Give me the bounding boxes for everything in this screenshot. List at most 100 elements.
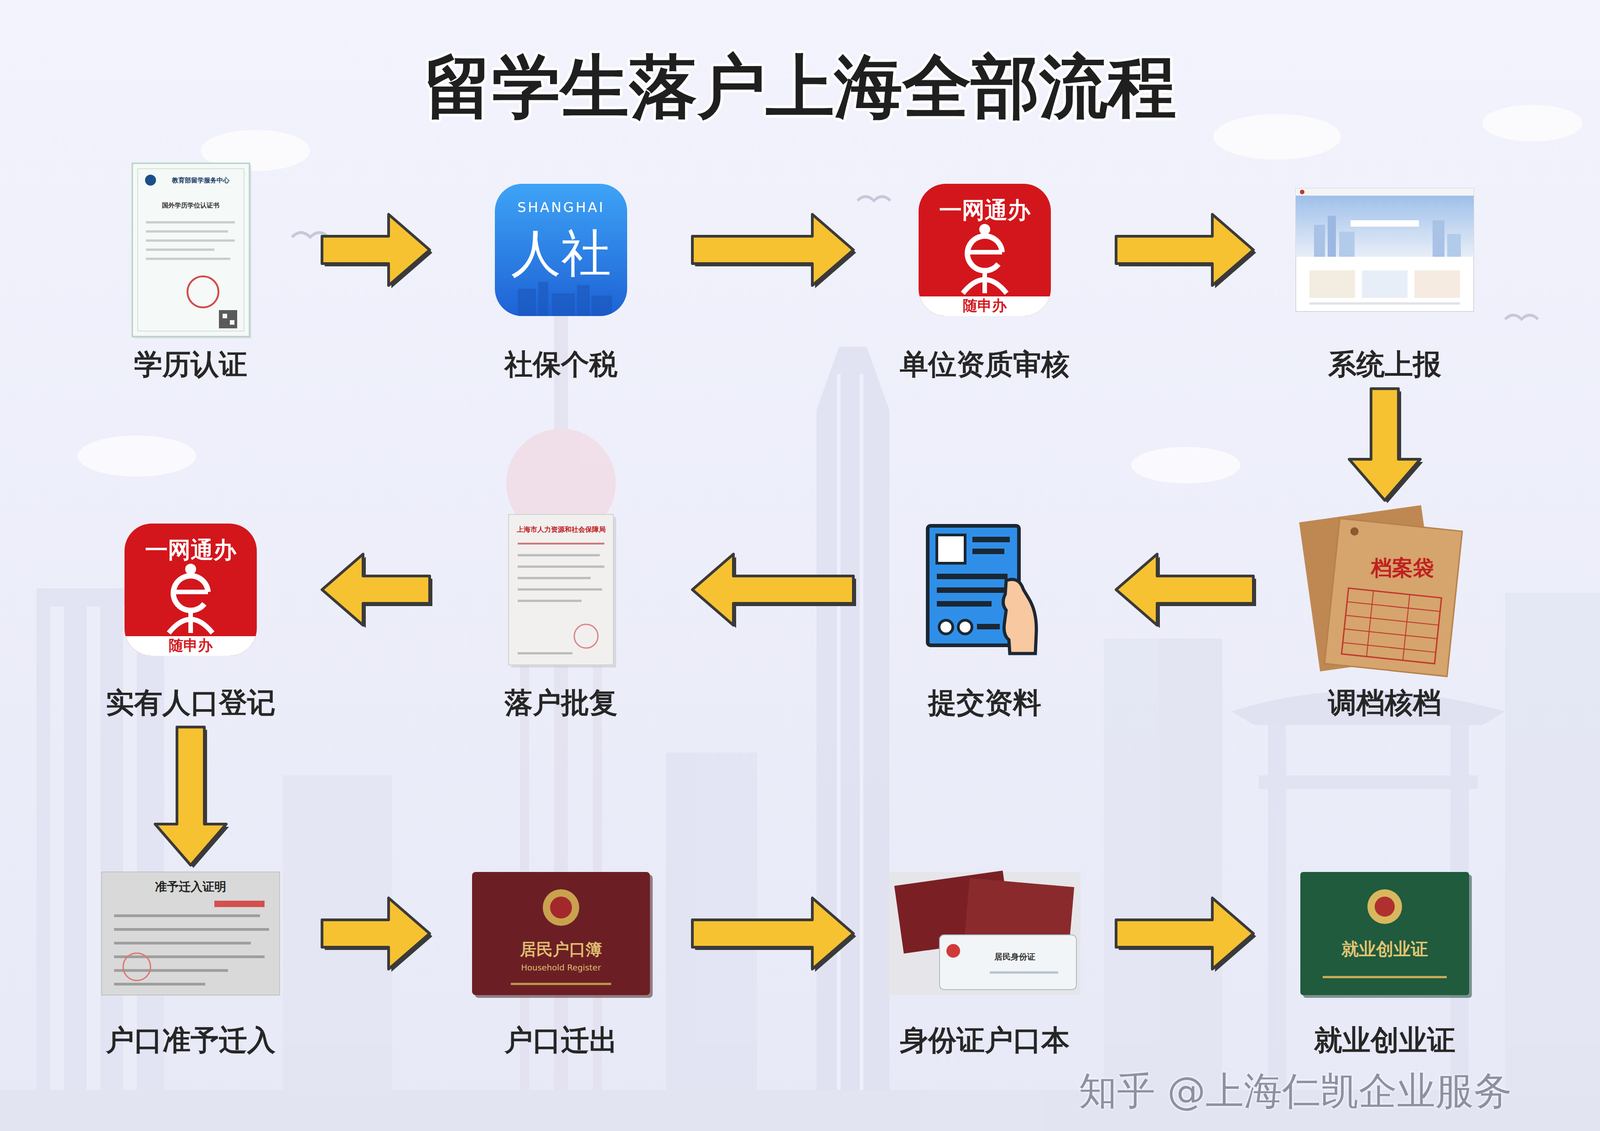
decor-shape [1213,114,1341,160]
flow-arrow-group [155,727,229,868]
decor-shape [1344,628,1438,639]
flow-arrow-group [1116,214,1257,289]
flow-arrow [1349,388,1421,501]
decor-shape [517,288,536,317]
decor-shape [123,953,151,981]
hr-app-icon [494,183,628,317]
decor-shape [1432,220,1445,257]
step-label: 系统上报 [1328,348,1442,381]
service-app-icon [918,183,1051,317]
step-label: 调档核档 [1328,686,1442,719]
decor-shape [1414,270,1460,298]
decor-shape [1350,526,1360,536]
step-node: 调档核档 [1257,503,1513,724]
step-label: 实有人口登记 [105,686,276,719]
app-name: 一网通办 [145,537,237,564]
decor-shape [936,535,966,564]
flow-arrow-group [692,214,857,289]
certificate-picture [132,163,252,339]
decor-shape [1324,518,1463,677]
decor-shape [145,257,231,260]
flow-arrow [692,898,854,970]
decor-shape [114,982,206,986]
decor-shape [1314,224,1325,257]
skyline [0,245,1600,1131]
step-label: 学历认证 [134,348,248,381]
decor-shape [145,221,235,224]
decor-shape [510,982,612,986]
card-title: 居民身份证 [994,952,1036,962]
decor-shape [114,955,265,959]
decor-shape [114,928,270,931]
step-node: 户口准予迁入 [62,868,319,1061]
decor-shape [132,163,250,337]
certificate-issuer: 教育部留学服务中心 [171,176,230,184]
booklet-title: 居民户口簿 [519,940,603,959]
step-label: 社保个税 [504,348,618,381]
decor-shape [1482,104,1583,142]
step-node: 就业创业证 [1257,868,1513,1061]
decor-shape [1505,315,1538,320]
decor-shape [114,914,260,918]
decor-shape [946,944,961,958]
decor-shape [1374,896,1395,917]
flow-arrow [1116,214,1254,286]
flow-arrow [692,554,854,626]
decor-shape [1346,601,1440,612]
decor-shape [936,587,1008,593]
flow-arrow [322,214,430,286]
step-label: 单位资质审核 [899,348,1070,381]
decor-shape [472,872,650,996]
decor-shape [972,548,1005,555]
decor-shape [517,588,603,591]
permit-title: 准予迁入证明 [155,880,227,894]
decor-shape [1300,872,1470,996]
decor-shape [591,295,613,317]
step-node: 落户批复 [433,503,689,724]
decor-shape [114,941,251,945]
flow-arrow [155,727,227,866]
step-label: 户口迁出 [504,1023,618,1057]
id-card-photo [888,870,1081,996]
decor-shape [550,896,572,919]
flow-arrow-group [692,554,857,629]
decor-shape [989,971,1059,974]
decor-shape [1366,590,1374,657]
step-label: 户口准予迁入 [105,1023,276,1057]
decor-shape [1339,231,1355,257]
decor-shape [517,281,613,317]
step-label: 落户批复 [504,686,618,719]
archive-envelope [1298,505,1463,677]
decor-shape [214,900,265,908]
decor-shape [836,374,841,1131]
flow-arrow-group [1116,554,1257,629]
flow-arrow-group [1349,388,1424,504]
decor-shape [114,969,229,972]
step-node: 实有人口登记 [62,503,319,724]
decor-shape [145,174,156,186]
decor-shape [939,935,1077,990]
decor-shape [1309,302,1460,305]
watermark: 知乎 @上海仁凯企业服务 [1078,1069,1513,1114]
step-label: 身份证户口本 [899,1023,1070,1057]
decor-shape [936,573,1008,580]
decor-shape [936,601,992,607]
decor-shape [508,514,614,665]
decor-shape [218,310,238,329]
decor-shape [542,889,580,926]
decor-shape [145,239,235,242]
employment-booklet [1300,872,1472,998]
app-name: 人社 [510,224,612,283]
decor-shape [86,606,101,1109]
app-caption: SHANGHAI [517,199,605,216]
decor-shape [1402,594,1410,661]
decor-shape [222,313,228,319]
flow-arrow-group [1116,898,1257,972]
decor-shape [145,230,229,233]
decor-shape [1295,195,1474,257]
booklet-subtitle: Household Register [520,963,601,973]
diagram-title: 留学生落户上海全部流程 [0,45,1600,128]
decor-shape [1327,215,1336,257]
decor-shape [517,599,582,603]
